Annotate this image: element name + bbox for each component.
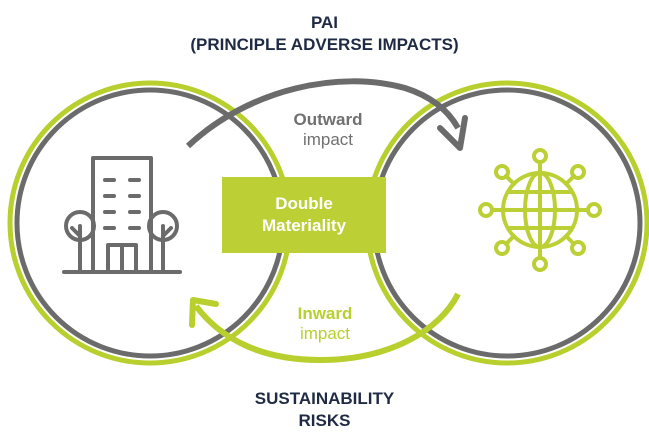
pai-title-line2: (PRINCIPLE ADVERSE IMPACTS) (190, 35, 459, 54)
outward-arrow (185, 78, 461, 149)
outward-arrowhead (437, 115, 468, 151)
double-materiality-box (222, 177, 386, 253)
inward-arrow (193, 292, 461, 364)
building-trees-icon (62, 156, 182, 274)
globe-network-icon (478, 148, 602, 272)
sustainability-risks-title: SUSTAINABILITY RISKS (0, 388, 649, 432)
double-materiality-label: Double Materiality (222, 177, 386, 253)
inward-label-weak: impact (299, 324, 351, 343)
outward-label-weak: impact (302, 130, 354, 149)
sustainability-risks-line2: RISKS (298, 411, 351, 430)
pai-title: PAI (PRINCIPLE ADVERSE IMPACTS) (0, 12, 649, 56)
double-materiality-line2: Materiality (261, 216, 347, 235)
inward-label-strong: Inward (297, 304, 353, 323)
pai-title-line1: PAI (310, 13, 339, 32)
inward-arrowhead (189, 297, 219, 328)
outward-label-strong: Outward (293, 110, 363, 129)
double-materiality-line1: Double (275, 194, 333, 213)
inward-label: Inward impact (270, 304, 380, 344)
sustainability-risks-line1: SUSTAINABILITY (254, 389, 395, 408)
outward-label: Outward impact (268, 110, 388, 150)
